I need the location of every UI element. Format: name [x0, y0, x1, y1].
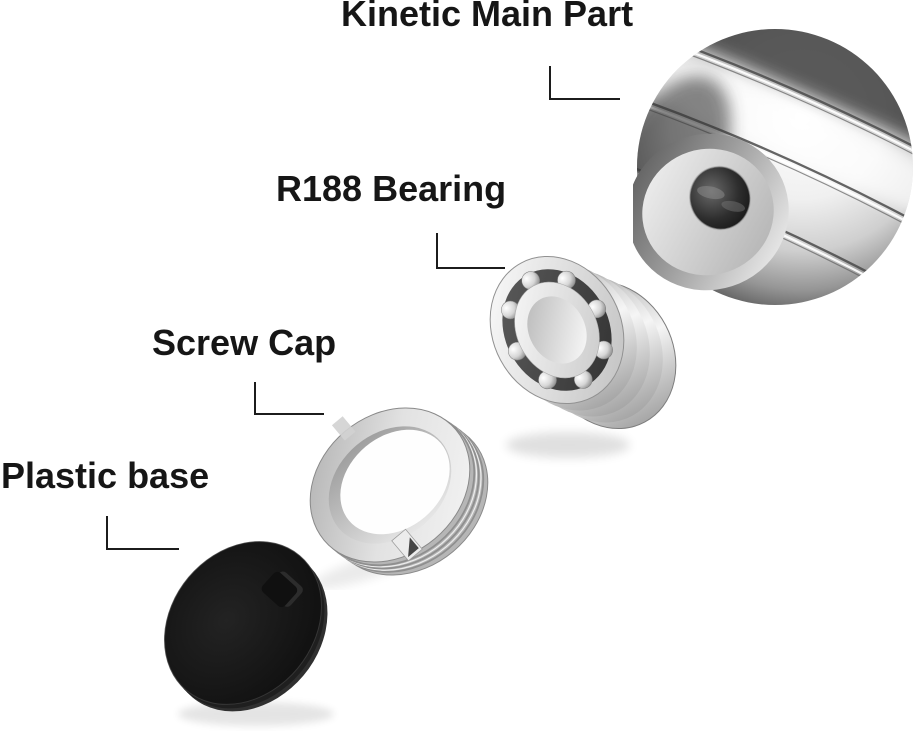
screw-cap-ring [309, 407, 471, 563]
screw-cap-notch [391, 528, 423, 562]
leader-line-screw-cap [254, 382, 324, 415]
sphere-center-hole [689, 165, 751, 231]
leader-line-kinetic-main-part [549, 66, 620, 100]
illustration-screw-cap [309, 407, 489, 589]
plastic-base-disc [164, 541, 328, 712]
callout-label-plastic-base: Plastic base [1, 455, 210, 496]
callout-label-screw-cap: Screw Cap [152, 322, 337, 363]
bearing-bore [527, 296, 587, 364]
callout-label-r188-bearing: R188 Bearing [276, 168, 507, 209]
bearing-front-face [489, 255, 625, 405]
leader-line-plastic-base [106, 516, 179, 550]
illustration-kinetic-main-part [633, 29, 913, 305]
leader-line-r188-bearing [436, 233, 505, 269]
sphere-recessed-face [633, 133, 789, 291]
illustration-plastic-base [164, 541, 334, 726]
plastic-base-stub [261, 571, 303, 608]
illustration-r188-bearing [489, 255, 677, 458]
callout-label-kinetic-main-part: Kinetic Main Part [341, 0, 634, 34]
screw-cap-opening [340, 429, 450, 535]
screw-cap-notch-top [331, 416, 356, 441]
bearing-shadow [506, 432, 630, 458]
